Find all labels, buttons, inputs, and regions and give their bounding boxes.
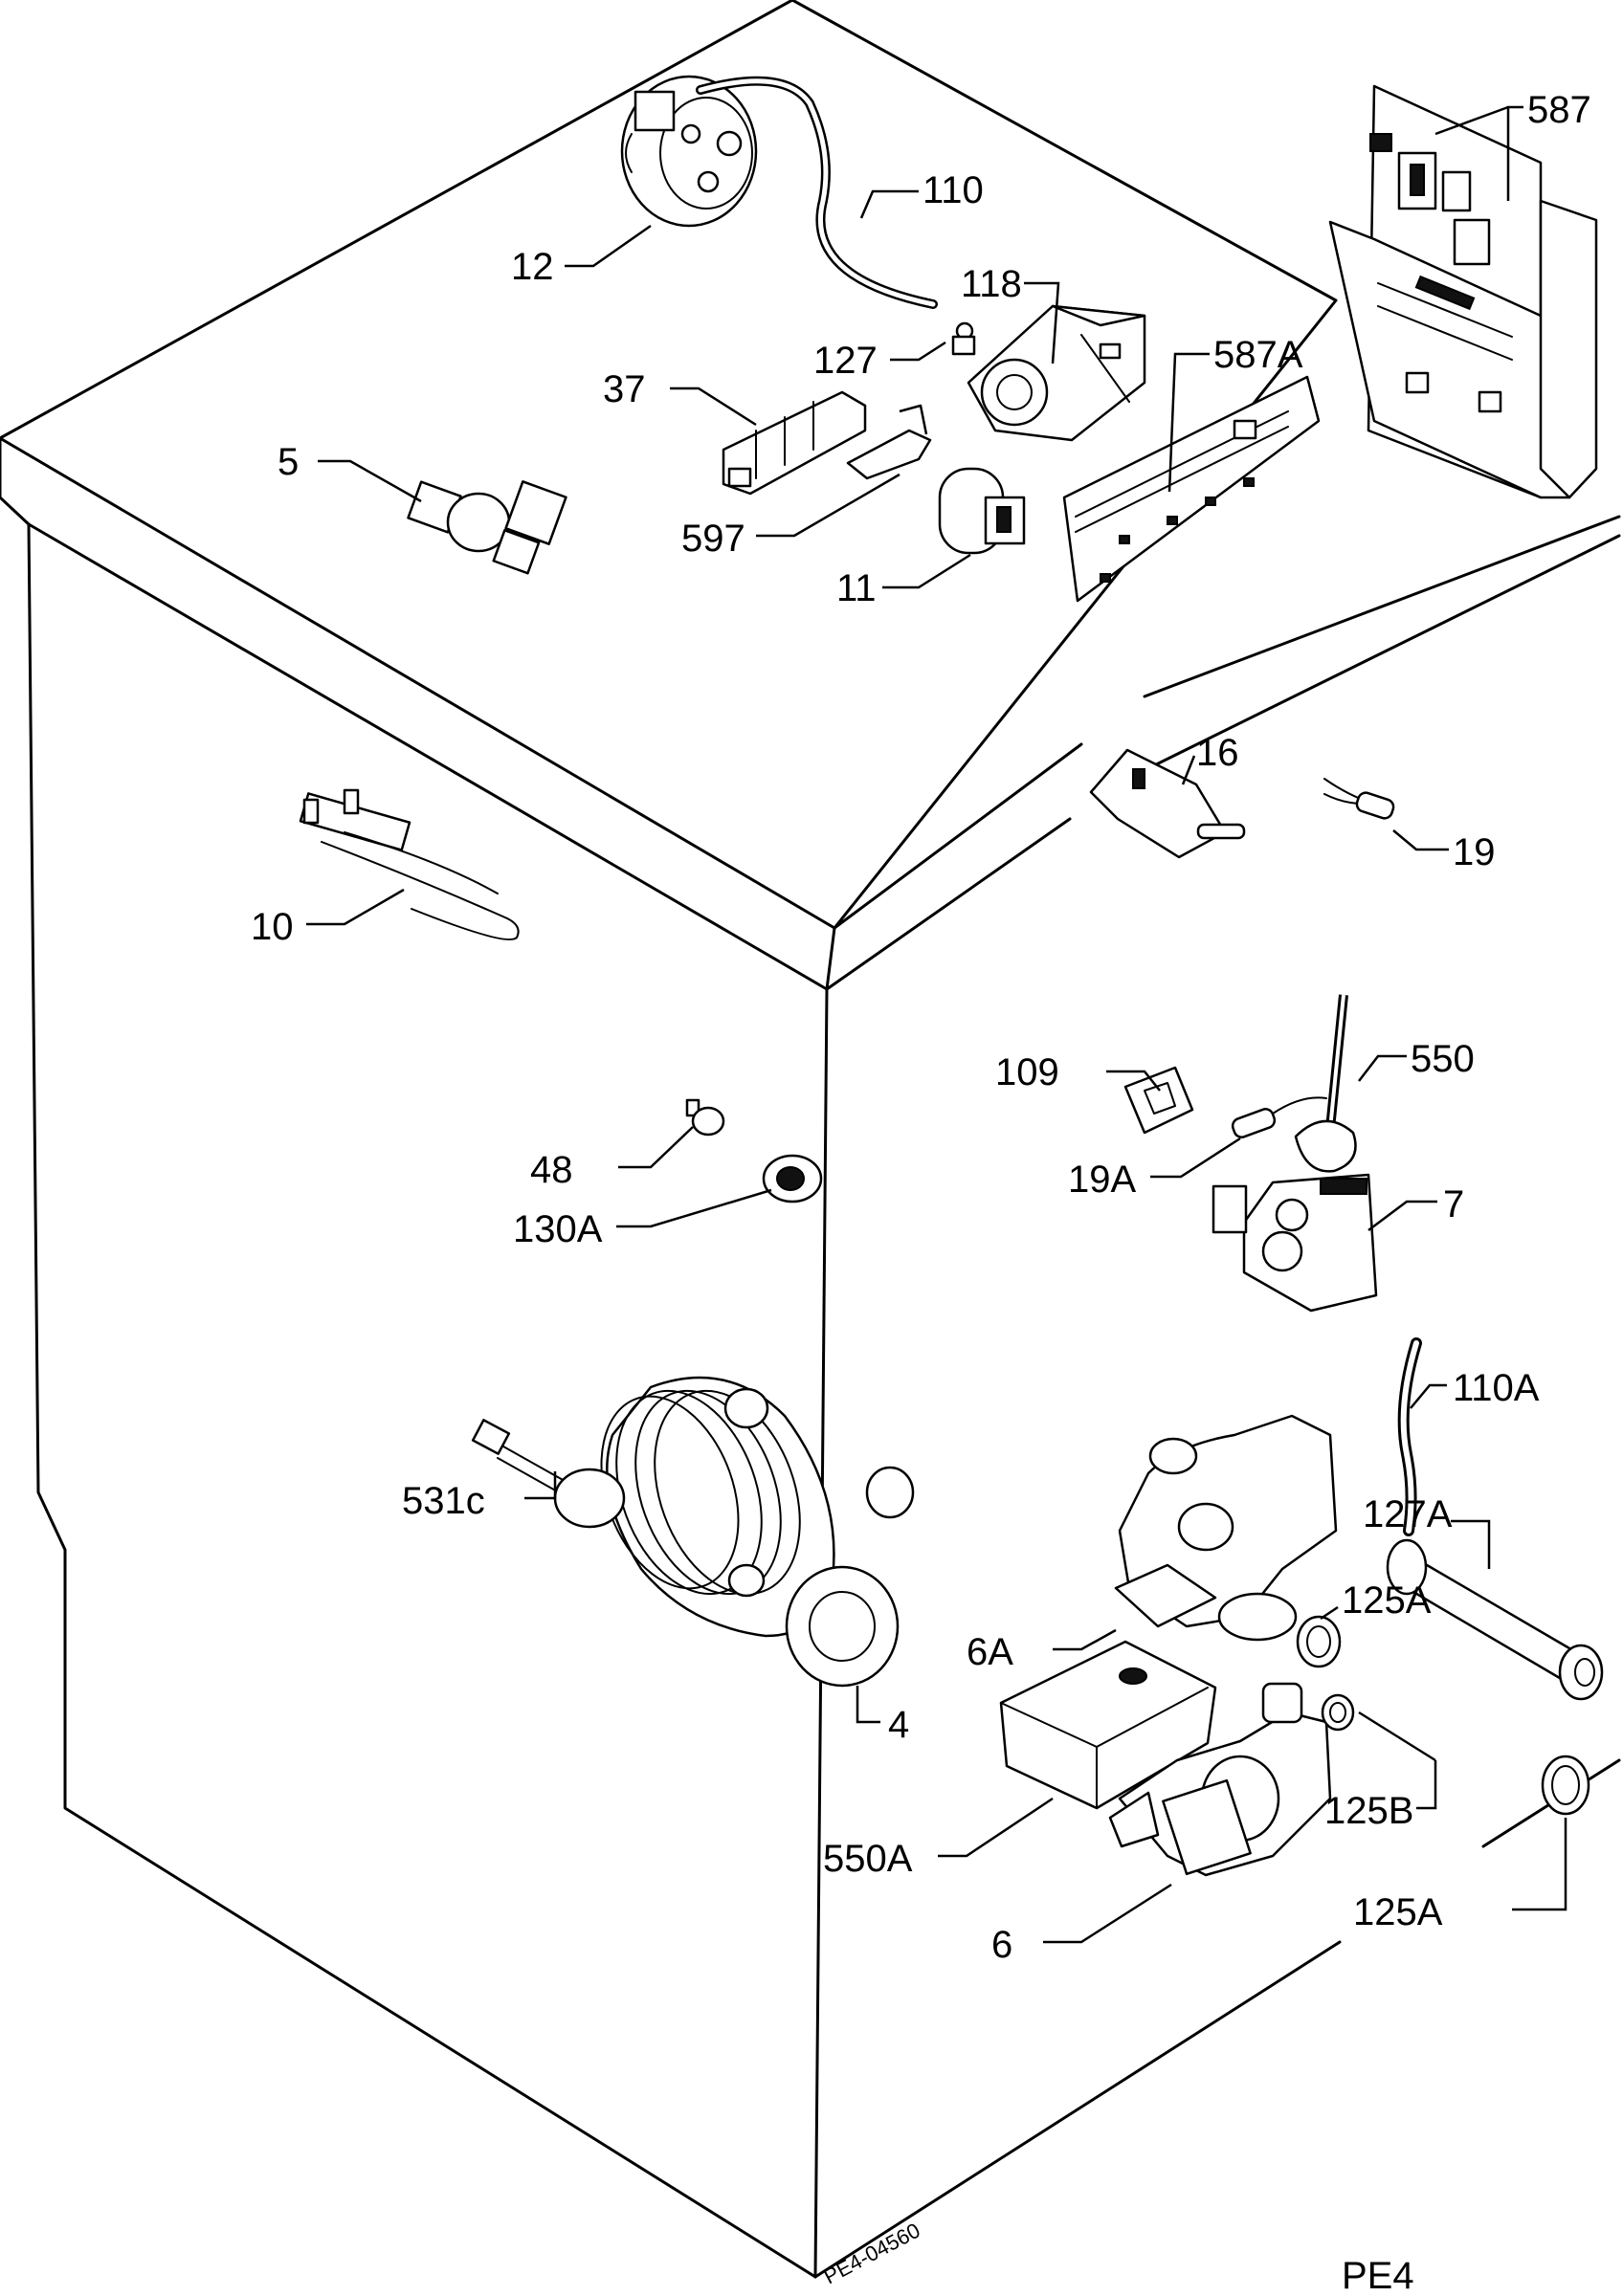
part-125B-gasket — [1321, 1693, 1355, 1732]
sheet-code: PE4 — [1342, 2255, 1414, 2296]
part-19-sensor — [1323, 778, 1395, 820]
callout-531C: 531c — [402, 1480, 485, 1522]
callout-110: 110 — [923, 169, 984, 211]
part-12-selector-switch — [620, 75, 758, 228]
callout-5: 5 — [278, 441, 299, 483]
part-7-pressure-switch — [1212, 1173, 1378, 1313]
part-125A-gasket-top — [1296, 1615, 1342, 1668]
part-597-bracket — [846, 404, 932, 480]
callout-597: 597 — [681, 518, 745, 560]
part-587A-circuit-board — [1062, 375, 1321, 603]
part-48-screw — [685, 1098, 725, 1137]
part-11-capacitor — [938, 467, 1026, 555]
callout-37: 37 — [603, 368, 646, 410]
part-127A-hose-connector — [1386, 1538, 1604, 1701]
part-5-inlet-valve — [407, 480, 567, 575]
callout-12: 12 — [511, 246, 554, 288]
callout-19: 19 — [1453, 831, 1496, 873]
callout-130A: 130A — [513, 1208, 603, 1250]
part-10-heating-element — [299, 788, 520, 940]
part-16-door-lock — [1089, 748, 1246, 859]
part-19A-sensor — [1231, 1096, 1327, 1138]
part-550A-cover-box — [999, 1640, 1217, 1810]
part-6A-pump-housing — [1114, 1414, 1338, 1642]
callout-109: 109 — [995, 1051, 1059, 1093]
part-110-hose — [696, 76, 938, 309]
part-109-cover — [1123, 1066, 1194, 1135]
callout-118: 118 — [961, 263, 1022, 305]
part-118-timer — [967, 304, 1146, 442]
callout-6: 6 — [991, 1924, 1012, 1966]
callout-127A: 127A — [1363, 1493, 1453, 1535]
part-37-terminal-block — [722, 390, 867, 496]
callout-16: 16 — [1196, 732, 1239, 774]
part-587-control-panel — [1328, 84, 1598, 499]
part-110A-hose — [1397, 1337, 1422, 1536]
callout-127: 127 — [813, 340, 878, 382]
callout-587A: 587A — [1213, 334, 1303, 376]
callout-125B: 125B — [1324, 1790, 1413, 1832]
callout-19A: 19A — [1068, 1159, 1136, 1201]
callout-7: 7 — [1443, 1183, 1464, 1225]
part-550-wire-harness — [1294, 994, 1357, 1173]
callout-11: 11 — [836, 567, 877, 609]
callout-10: 10 — [251, 906, 294, 948]
callout-6A: 6A — [967, 1631, 1013, 1673]
callout-4: 4 — [888, 1704, 909, 1746]
callout-587: 587 — [1527, 89, 1591, 131]
part-531C-bolt — [471, 1419, 566, 1493]
drawing-code: PE4-04560 — [820, 2219, 924, 2289]
part-6-drain-pump — [1108, 1682, 1332, 1877]
callout-48: 48 — [530, 1149, 573, 1191]
callout-550A: 550A — [823, 1838, 913, 1880]
leader-lines — [306, 105, 1567, 1944]
callout-labels: 587 110 12 118 127 587A 37 5 597 11 16 1… — [251, 89, 1591, 1966]
part-127-connector — [951, 321, 976, 356]
callout-110A: 110A — [1453, 1367, 1540, 1409]
part-125A-gasket-bottom — [1541, 1755, 1590, 1816]
callout-550: 550 — [1411, 1038, 1475, 1080]
callout-125A-top: 125A — [1342, 1579, 1432, 1622]
callout-125A-bottom: 125A — [1353, 1891, 1443, 1933]
part-4-motor — [553, 1376, 915, 1688]
part-130A-grommet — [762, 1154, 823, 1203]
